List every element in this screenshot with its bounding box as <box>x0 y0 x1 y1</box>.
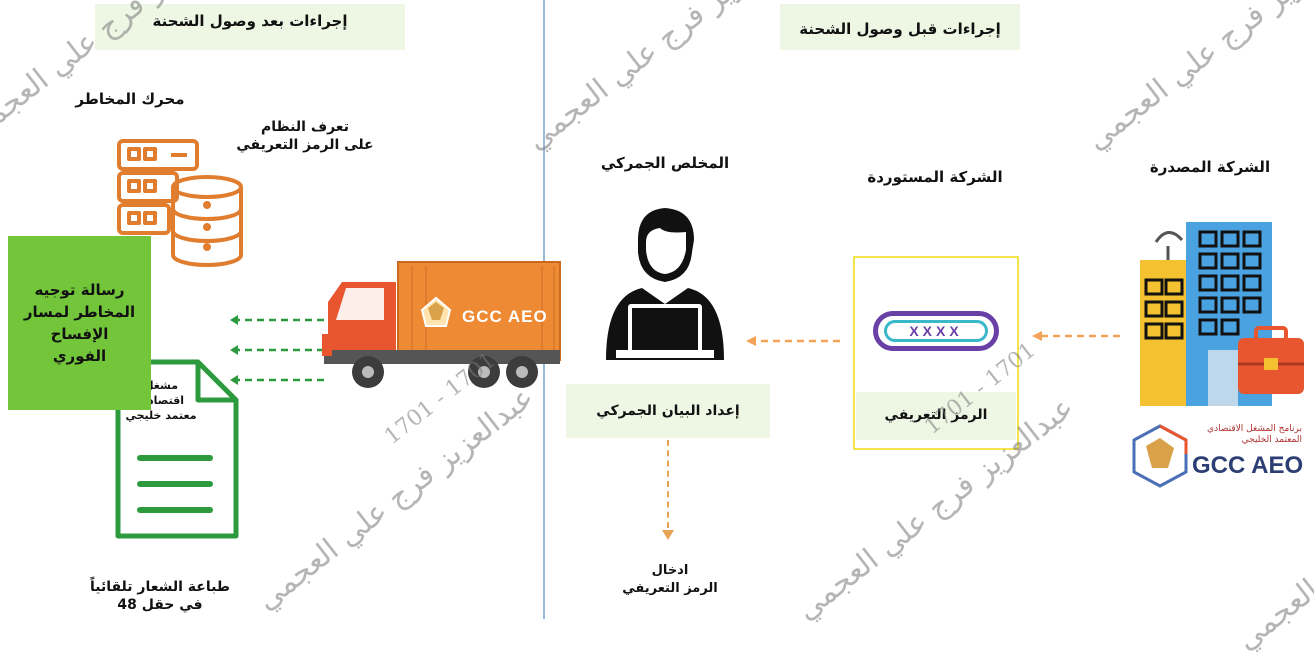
watermark-3: عبدالعزيز فرج علي العجمي <box>1080 0 1314 158</box>
risk-message-label: رسالة توجيه المخاطر لمسار الإفساح الفوري <box>23 281 136 365</box>
id-code-inner: XXXX <box>884 320 988 342</box>
risk-message-box: رسالة توجيه المخاطر لمسار الإفساح الفوري <box>8 236 151 410</box>
print-logo-label: طباعة الشعار تلقائياً في حقل 48 <box>89 579 230 613</box>
header-band-right <box>780 4 1020 50</box>
post-arrival-header: إجراءات بعد وصول الشحنة <box>152 12 348 30</box>
declaration-band <box>566 384 770 438</box>
down-arrow-head <box>662 530 674 540</box>
gcc-aeo-emblem-icon <box>1132 424 1188 488</box>
id-code-band <box>856 392 1016 440</box>
importer-label: الشركة المستوردة <box>867 168 1003 186</box>
person-laptop-icon <box>606 208 724 360</box>
exporter-label: الشركة المصدرة <box>1149 158 1271 176</box>
office-building-icon <box>1140 222 1304 406</box>
declaration-label: إعداد البيان الجمركي <box>596 403 740 419</box>
pre-arrival-header: إجراءات قبل وصول الشحنة <box>799 20 1001 38</box>
green-arrows <box>230 315 324 385</box>
gcc-aeo-logo-text: GCC AEO <box>1192 452 1304 479</box>
enter-code-label: ادخال الرمز التعريفي <box>622 563 718 596</box>
orange-arrow-to-importer <box>1032 331 1120 341</box>
system-recognition-label: تعرف النظام على الرمز التعريفي <box>236 119 374 153</box>
truck-logo-text: GCC AEO <box>462 307 548 326</box>
truck-icon <box>322 261 561 388</box>
gcc-aeo-arabic-text: برنامج المشغل الاقتصادي المعتمد الخليجي <box>1207 424 1302 445</box>
server-database-icon <box>117 139 243 267</box>
header-band-left <box>95 4 405 50</box>
watermark-2: عبدالعزيز فرج علي العجمي <box>520 0 811 158</box>
watermark-4: عبدالعزيز فرج علي العجمي <box>250 379 541 618</box>
id-code-frame <box>853 256 1019 450</box>
id-code-value: XXXX <box>909 323 963 339</box>
orange-arrow-to-broker <box>746 336 840 346</box>
id-code-pill: XXXX <box>873 311 999 351</box>
customs-broker-label: المخلص الجمركي <box>600 154 730 172</box>
down-arrow-line <box>667 440 669 528</box>
id-code-label: الرمز التعريفي <box>884 407 988 423</box>
risk-engine-label: محرك المخاطر <box>75 90 185 108</box>
